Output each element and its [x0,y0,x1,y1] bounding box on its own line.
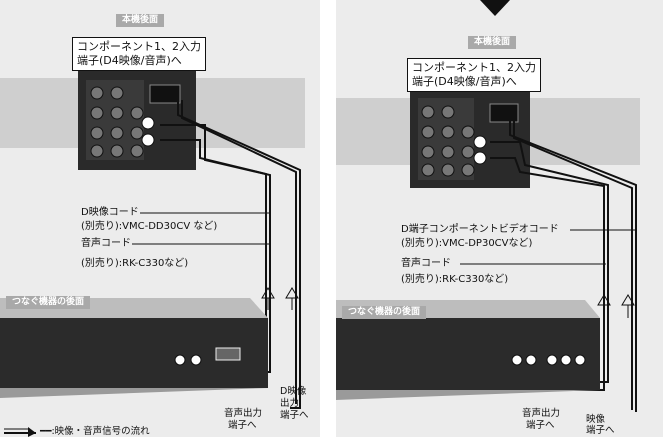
left-device-box [0,298,268,398]
left-video-out-3: 端子へ [280,410,309,421]
left-device-tag: つなぐ機器の後面 [6,296,91,309]
left-tv-rear [0,70,305,170]
left-cable2-name: 音声コード [80,238,132,250]
right-callout-line2: 端子(D4映像/音声)へ [412,75,517,88]
right-cable2-model: (別売り):RK-C330など) [400,274,510,286]
legend-text: ━━:映像・音声信号の流れ [40,426,150,437]
right-video-out-1: 映像 [586,414,606,425]
right-cable1-name: D端子コンポーネントビデオコード [400,224,560,236]
right-video-out-2: 端子へ [586,425,615,436]
signal-arrow-icon [261,287,275,299]
right-audio-out-2: 端子へ [526,420,555,431]
arrow-down-icon [480,0,510,16]
left-audio-out-1: 音声出力 [224,408,263,419]
right-tv-rear [336,88,640,188]
right-callout: コンポーネント1、2入力 端子(D4映像/音声)へ [407,58,541,92]
left-cable1-model: (別売り):VMC-DD30CV など) [80,221,219,233]
left-callout-line2: 端子(D4映像/音声)へ [77,54,182,67]
left-video-out-2: 出力 [280,398,300,409]
right-cable2-name: 音声コード [400,258,452,270]
right-cable1-model: (別売り):VMC-DP30CVなど) [400,238,534,250]
right-audio-out-1: 音声出力 [522,408,561,419]
leader-lines [122,212,636,265]
right-rear-tag: 本機後面 [468,36,517,49]
left-callout-line1: コンポーネント1、2入力 [77,40,201,53]
left-cable2-model: (別売り):RK-C330など) [80,258,190,270]
right-callout-line1: コンポーネント1、2入力 [412,61,536,74]
left-callout: コンポーネント1、2入力 端子(D4映像/音声)へ [72,37,206,71]
right-device-tag: つなぐ機器の後面 [342,306,427,319]
left-audio-out-2: 端子へ [228,420,257,431]
left-cable1-name: D映像コード [80,207,140,219]
signal-flow-arrow-icon [4,427,36,437]
left-video-out-1: D映像 [280,386,307,397]
left-rear-tag: 本機後面 [116,14,165,27]
